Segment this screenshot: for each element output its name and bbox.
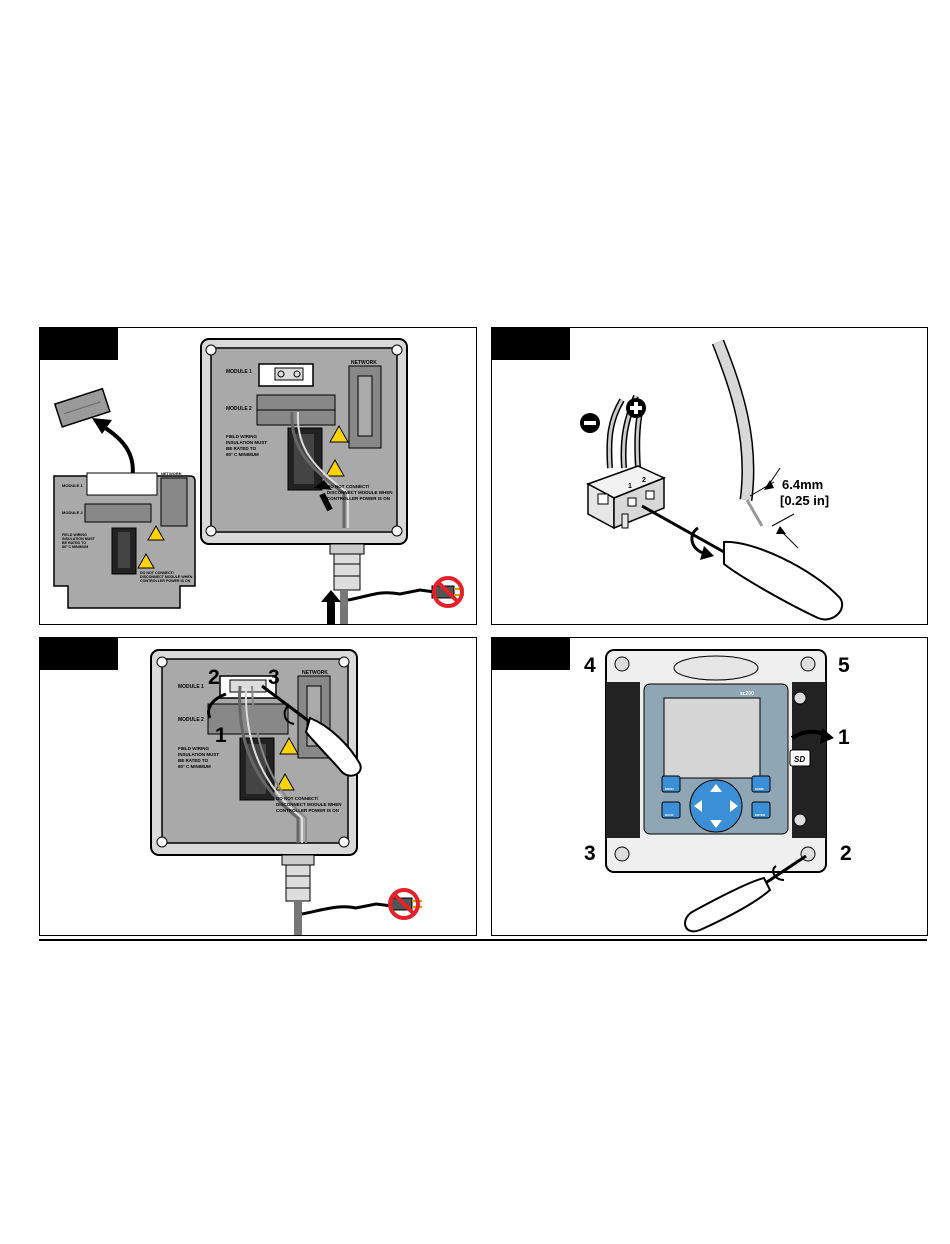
enter-label: ENTER xyxy=(755,813,766,817)
screw-icon xyxy=(793,691,807,705)
back-button[interactable] xyxy=(661,801,681,819)
small-field-wiring-line: INSULATION MUST xyxy=(62,537,96,541)
screw-icon xyxy=(205,344,217,356)
screw-icon xyxy=(391,344,403,356)
callout-1: 1 xyxy=(215,724,227,747)
field-wiring-line: INSULATION MUST xyxy=(226,440,267,445)
screwdriver-icon xyxy=(641,504,843,621)
strip-length-in: [0.25 in] xyxy=(780,493,829,508)
screw-icon xyxy=(793,813,807,827)
left-arrow-icon[interactable] xyxy=(694,800,702,812)
screw-icon xyxy=(391,525,403,537)
screw-5-icon xyxy=(800,656,816,672)
enter-button[interactable] xyxy=(751,801,771,819)
step-4-illustration: sc200 MENU HOME BACK ENTER SD 4 5 1 3 2 xyxy=(584,649,852,933)
warning-line: DISCONNECT MODULE WHEN xyxy=(327,490,393,495)
sd-card-door[interactable] xyxy=(789,749,811,767)
back-label: BACK xyxy=(665,813,674,817)
small-warning-line: DO NOT CONNECT/ xyxy=(140,571,174,575)
warning-line: CONTROLLER POWER IS ON xyxy=(276,808,339,813)
network-label: NETWORK xyxy=(302,670,328,676)
field-wiring-line: 80° C MINIMUM xyxy=(178,764,211,769)
step-1-illustration: MODULE 1 MODULE 2 NETWORK FIELD WIRING I… xyxy=(53,338,464,624)
step-tab xyxy=(40,638,118,670)
module-2-label: MODULE 2 xyxy=(178,717,204,723)
module-1-label: MODULE 1 xyxy=(178,684,204,690)
panel-step-2: 1 2 6.4mm [0.25 in] xyxy=(491,327,928,625)
field-wiring-line: BE RATED TO xyxy=(226,446,257,451)
panel-step-3: MODULE 1 MODULE 2 NETWORK FIELD WIRING I… xyxy=(39,637,477,936)
right-arrow-icon[interactable] xyxy=(730,800,738,812)
screwdriver-icon xyxy=(261,684,362,777)
terminal-2-label: 2 xyxy=(642,477,646,484)
small-warning-line: DISCONNECT MODULE WHEN xyxy=(140,575,193,579)
panel-step-4: sc200 MENU HOME BACK ENTER SD 4 5 1 3 2 xyxy=(491,637,928,936)
terminal-1-label: 1 xyxy=(628,483,632,490)
menu-button[interactable] xyxy=(661,775,681,793)
network-label: NETWORK xyxy=(351,360,377,366)
field-wiring-line: INSULATION MUST xyxy=(178,752,219,757)
small-field-wiring-line: FIELD WIRING xyxy=(62,533,87,537)
navigation-keypad[interactable] xyxy=(689,779,743,833)
small-warning-line: CONTROLLER POWER IS ON xyxy=(140,579,191,583)
no-power-icon xyxy=(388,888,422,920)
home-button[interactable] xyxy=(751,775,771,793)
module-2-label: MODULE 2 xyxy=(226,406,252,412)
step-tab xyxy=(492,638,570,670)
menu-label: MENU xyxy=(665,787,674,791)
down-arrow-icon[interactable] xyxy=(710,820,722,828)
screwdriver-icon xyxy=(684,854,807,933)
callout-5: 5 xyxy=(838,654,850,677)
small-enclosure: MODULE 1 MODULE 2 NETWORK FIELD WIRING I… xyxy=(53,471,196,609)
callout-3: 3 xyxy=(584,842,596,865)
callout-2: 2 xyxy=(840,842,852,865)
screw-icon xyxy=(338,836,350,848)
module-1-label: MODULE 1 xyxy=(226,369,252,375)
step-3-illustration: MODULE 1 MODULE 2 NETWORK FIELD WIRING I… xyxy=(150,649,422,935)
callout-3: 3 xyxy=(268,666,280,689)
no-power-icon xyxy=(431,576,464,608)
small-module-2-label: MODULE 2 xyxy=(62,510,83,515)
screw-icon xyxy=(156,836,168,848)
small-network-label: NETWORK xyxy=(161,471,182,476)
page-divider xyxy=(39,939,927,941)
field-wiring-line: FIELD WIRING xyxy=(178,746,209,751)
screw-icon xyxy=(205,525,217,537)
field-wiring-line: 80° C MINIMUM xyxy=(226,452,259,457)
screw-4-icon xyxy=(614,656,630,672)
removed-cover-icon xyxy=(53,387,111,428)
callout-4: 4 xyxy=(584,654,596,677)
small-module-1-label: MODULE 1 xyxy=(62,483,83,488)
step-tab xyxy=(40,328,118,360)
home-label: HOME xyxy=(755,787,764,791)
terminal-connector: 1 2 xyxy=(586,465,666,530)
warning-line: DO NOT CONNECT/ xyxy=(327,484,370,489)
large-enclosure: MODULE 1 MODULE 2 NETWORK FIELD WIRING I… xyxy=(200,338,436,624)
up-arrow-icon xyxy=(321,590,341,624)
small-field-wiring-line: 80° C MINIMUM xyxy=(62,545,88,549)
sd-label: SD xyxy=(794,755,805,764)
screw-icon xyxy=(156,656,168,668)
up-arrow-icon[interactable] xyxy=(710,784,722,792)
screw-icon xyxy=(338,656,350,668)
warning-line: DO NOT CONNECT/ xyxy=(276,796,319,801)
panel-step-1: MODULE 1 MODULE 2 NETWORK FIELD WIRING I… xyxy=(39,327,477,625)
field-wiring-line: FIELD WIRING xyxy=(226,434,257,439)
small-field-wiring-line: BE RATED TO xyxy=(62,541,86,545)
callout-2: 2 xyxy=(208,666,220,689)
step-2-illustration: 1 2 6.4mm [0.25 in] xyxy=(580,339,843,621)
callout-1: 1 xyxy=(838,726,850,749)
strip-length-mm: 6.4mm xyxy=(782,477,823,492)
step-tab xyxy=(492,328,570,360)
warning-line: CONTROLLER POWER IS ON xyxy=(327,496,390,501)
warning-line: DISCONNECT MODULE WHEN xyxy=(276,802,342,807)
insert-arrow-icon xyxy=(319,492,333,512)
screw-3-icon xyxy=(614,846,630,862)
field-wiring-line: BE RATED TO xyxy=(178,758,209,763)
brand-label: sc200 xyxy=(740,691,754,697)
